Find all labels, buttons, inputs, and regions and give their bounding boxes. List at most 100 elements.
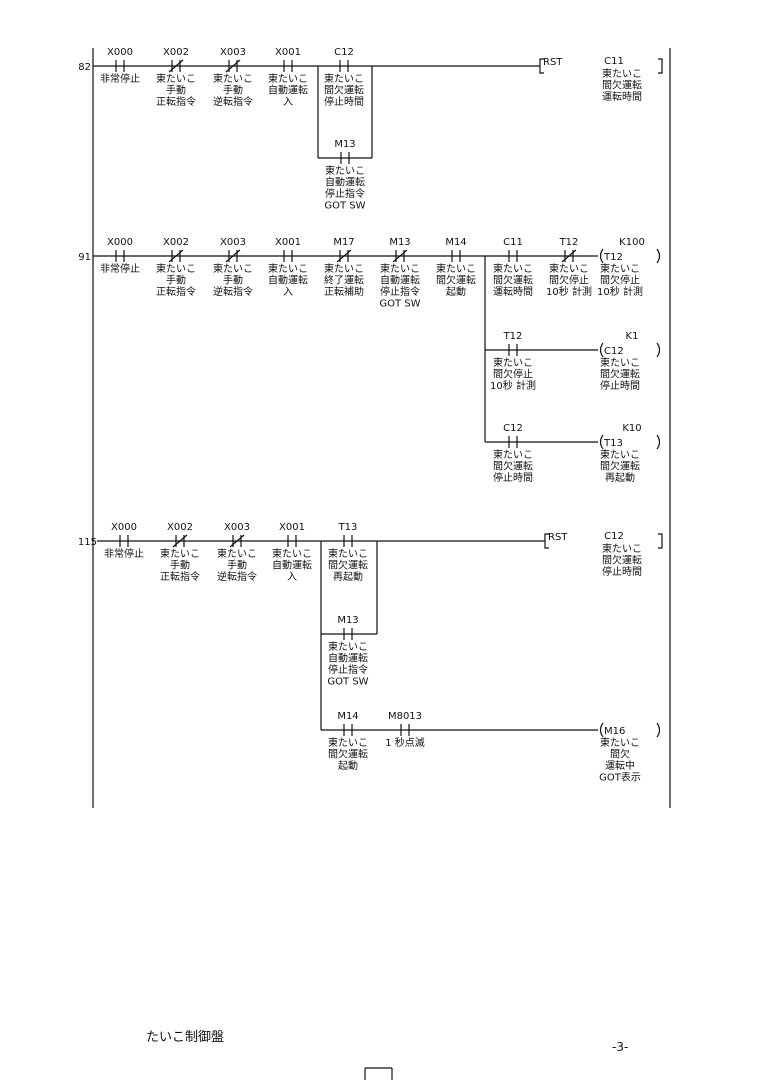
contact-address: X002 bbox=[167, 522, 193, 533]
contact-comment: 自動運転 bbox=[268, 274, 308, 287]
contact-comment: 再起動 bbox=[333, 570, 363, 583]
device-comment: 停止時間 bbox=[602, 565, 642, 578]
bracket-right bbox=[658, 533, 663, 549]
coil-right-arc bbox=[656, 248, 661, 264]
contact-comment: 東たいこ bbox=[156, 262, 196, 275]
contact-address: T13 bbox=[338, 522, 358, 533]
coil-comment: 停止時間 bbox=[600, 379, 640, 392]
contact-comment: 間欠運転 bbox=[493, 274, 533, 287]
contact-address: X003 bbox=[220, 237, 246, 248]
contact-address: X002 bbox=[163, 47, 189, 58]
contact-slash bbox=[225, 249, 241, 263]
contact-slash bbox=[229, 534, 245, 548]
contact-comment: 終了運転 bbox=[324, 274, 364, 287]
contact-comment: 正転補助 bbox=[324, 285, 364, 298]
contact-address: M17 bbox=[333, 237, 354, 248]
contact-comment: 東たいこ bbox=[493, 356, 533, 369]
footer-title: たいこ制御盤 bbox=[146, 1030, 225, 1045]
device-address: C12 bbox=[604, 531, 624, 542]
coil-setvalue: K100 bbox=[619, 237, 645, 248]
contact-comment: 正転指令 bbox=[156, 95, 196, 108]
coil-comment: 東たいこ bbox=[600, 448, 640, 461]
contact-address: X001 bbox=[275, 237, 301, 248]
coil-comment: 東たいこ bbox=[600, 262, 640, 275]
device-comment: 間欠運転 bbox=[602, 554, 642, 567]
contact-comment: 停止指令 bbox=[380, 285, 420, 298]
device-comment: 東たいこ bbox=[602, 67, 642, 80]
contact-comment: 非常停止 bbox=[104, 547, 144, 560]
coil-label: M16 bbox=[604, 726, 625, 737]
contact-comment: 間欠運転 bbox=[493, 460, 533, 473]
contact-comment: 自動運転 bbox=[325, 176, 365, 189]
contact-comment: 間欠停止 bbox=[493, 368, 533, 381]
coil-comment: 間欠停止 bbox=[600, 274, 640, 287]
contact-address: C12 bbox=[334, 47, 354, 58]
contact-comment: 入 bbox=[287, 572, 297, 583]
contact-comment: GOT SW bbox=[379, 299, 420, 310]
coil-comment: 東たいこ bbox=[600, 736, 640, 749]
contact-address: X001 bbox=[275, 47, 301, 58]
contact-comment: 東たいこ bbox=[436, 262, 476, 275]
coil-comment: 運転中 bbox=[605, 759, 635, 772]
device-comment: 運転時間 bbox=[602, 91, 642, 103]
contact-comment: 手動 bbox=[223, 274, 243, 287]
contact-slash bbox=[225, 59, 241, 73]
contact-address: C12 bbox=[503, 423, 523, 434]
contact-comment: 正転指令 bbox=[160, 570, 200, 583]
coil-comment: 再起動 bbox=[605, 471, 635, 484]
contact-address: X001 bbox=[279, 522, 305, 533]
device-comment: 間欠運転 bbox=[602, 79, 642, 92]
bracket-right bbox=[658, 58, 663, 74]
contact-comment: 自動運転 bbox=[380, 274, 420, 287]
contact-comment: 逆転指令 bbox=[213, 95, 253, 108]
coil-label: T13 bbox=[603, 438, 623, 449]
instruction-label: RST bbox=[548, 532, 568, 543]
step-number: 91 bbox=[78, 252, 91, 263]
contact-comment: 起動 bbox=[338, 759, 358, 772]
contact-comment: 停止指令 bbox=[325, 187, 365, 200]
contact-comment: 間欠運転 bbox=[324, 84, 364, 97]
contact-comment: 入 bbox=[283, 287, 293, 298]
coil-setvalue: K1 bbox=[626, 331, 639, 342]
contact-comment: 東たいこ bbox=[272, 547, 312, 560]
contact-address: C11 bbox=[503, 237, 523, 248]
contact-comment: 間欠運転 bbox=[328, 748, 368, 761]
contact-comment: 自動運転 bbox=[268, 84, 308, 97]
contact-comment: 間欠運転 bbox=[328, 559, 368, 572]
coil-right-arc bbox=[656, 434, 661, 450]
contact-comment: 正転指令 bbox=[156, 285, 196, 298]
contact-comment: 10秒 計測 bbox=[546, 285, 592, 298]
contact-comment: 手動 bbox=[223, 84, 243, 97]
bracket-left bbox=[544, 533, 549, 549]
contact-comment: 東たいこ bbox=[217, 547, 257, 560]
contact-comment: 停止時間 bbox=[493, 471, 533, 484]
contact-comment: 手動 bbox=[166, 84, 186, 97]
coil-left-arc bbox=[599, 434, 604, 450]
coil-comment: 間欠運転 bbox=[600, 460, 640, 473]
contact-comment: 10秒 計測 bbox=[490, 379, 536, 392]
contact-comment: 東たいこ bbox=[493, 448, 533, 461]
contact-comment: 間欠運転 bbox=[436, 274, 476, 287]
contact-address: X003 bbox=[220, 47, 246, 58]
coil-label: T12 bbox=[603, 252, 623, 263]
coil-left-arc bbox=[599, 248, 604, 264]
coil-comment: 間欠 bbox=[610, 748, 630, 761]
